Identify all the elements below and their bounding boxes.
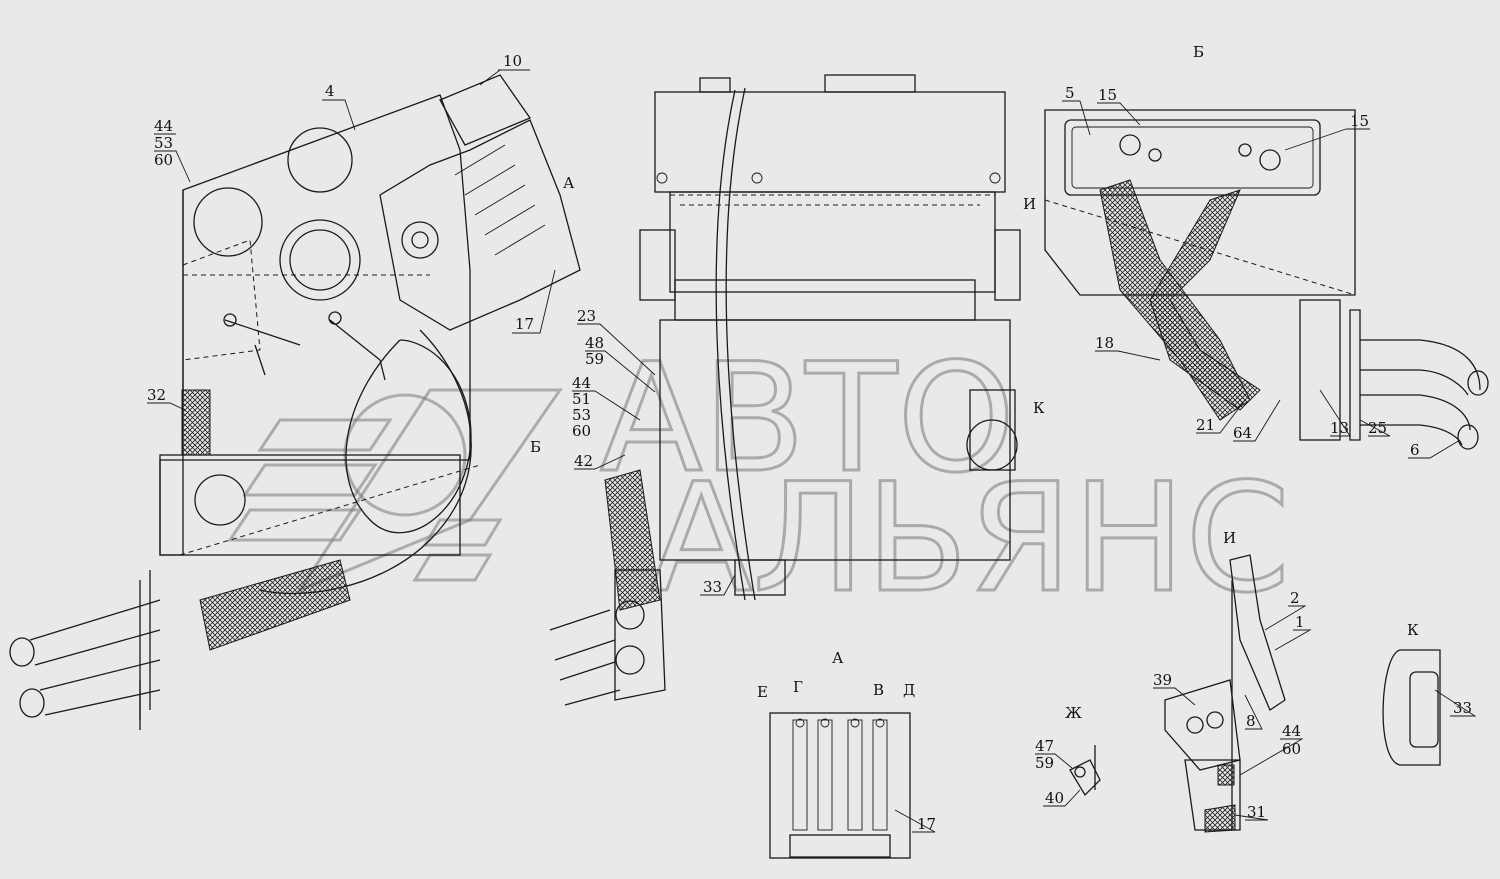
callout-40: 40 (1045, 789, 1064, 807)
view-k (1382, 649, 1441, 766)
callout-31: 31 (1247, 803, 1266, 821)
view-label-a-arrow: А (563, 174, 575, 192)
letter-e: Е (757, 683, 768, 701)
callout-13: 13 (1330, 419, 1349, 437)
view-label-i: И (1223, 529, 1236, 547)
callout-17-a: 17 (917, 815, 936, 833)
right-view-b (1044, 109, 1489, 450)
callout-15-left: 15 (1098, 86, 1117, 104)
callout-60: 60 (154, 151, 173, 169)
callout-64: 64 (1233, 424, 1252, 442)
callout-53: 53 (154, 134, 173, 152)
callout-59: 59 (585, 350, 604, 368)
watermark-line1: АВТО (600, 332, 1015, 506)
callout-6: 6 (1410, 441, 1420, 459)
callout-5: 5 (1065, 84, 1075, 102)
view-zh (1069, 745, 1101, 797)
view-label-k-arrow: К (1033, 399, 1045, 417)
callout-44-c: 44 (1282, 722, 1301, 740)
callout-39: 39 (1153, 671, 1172, 689)
view-label-k: К (1407, 621, 1419, 639)
callout-25: 25 (1368, 419, 1387, 437)
callout-48: 48 (585, 334, 604, 352)
callout-1: 1 (1295, 613, 1305, 631)
callout-44: 44 (154, 117, 173, 135)
callout-4: 4 (325, 82, 335, 100)
callout-47: 47 (1035, 737, 1054, 755)
view-a (769, 712, 911, 859)
callout-44-b: 44 (572, 374, 591, 392)
letter-v: В (873, 681, 884, 699)
watermark: АВТО АЛЬЯНС (227, 331, 1292, 628)
letter-d: Д (903, 681, 915, 699)
callout-59-zh: 59 (1035, 754, 1054, 772)
callout-23: 23 (577, 307, 596, 325)
letter-g: Г (793, 678, 803, 696)
callout-21: 21 (1196, 416, 1215, 434)
callout-60-c: 60 (1282, 740, 1301, 758)
view-i (1164, 554, 1286, 833)
callout-18: 18 (1095, 334, 1114, 352)
callout-15-right: 15 (1350, 112, 1369, 130)
callout-60-b: 60 (572, 422, 591, 440)
callouts: 10 4 44 53 60 17 23 48 59 44 51 53 60 42… (147, 52, 1477, 833)
callout-53-b: 53 (572, 406, 591, 424)
view-label-a: А (832, 649, 844, 667)
callout-42: 42 (574, 452, 593, 470)
watermark-logo (227, 388, 563, 594)
view-label-b-top: Б (1193, 43, 1204, 61)
callout-2: 2 (1290, 589, 1300, 607)
seal-32 (181, 389, 211, 456)
callout-33: 33 (703, 578, 722, 596)
callout-51: 51 (572, 390, 591, 408)
callout-8: 8 (1246, 712, 1256, 730)
left-view-heater (9, 74, 581, 730)
view-label-b-arrow: Б (530, 438, 541, 456)
view-label-zh: Ж (1065, 704, 1082, 722)
view-label-i-arrow: И (1023, 195, 1036, 213)
callout-32: 32 (147, 386, 166, 404)
callout-17-left: 17 (515, 315, 534, 333)
center-view-heater (549, 74, 1021, 706)
watermark-line2: АЛЬЯНС (650, 452, 1290, 626)
callout-10: 10 (503, 52, 522, 70)
